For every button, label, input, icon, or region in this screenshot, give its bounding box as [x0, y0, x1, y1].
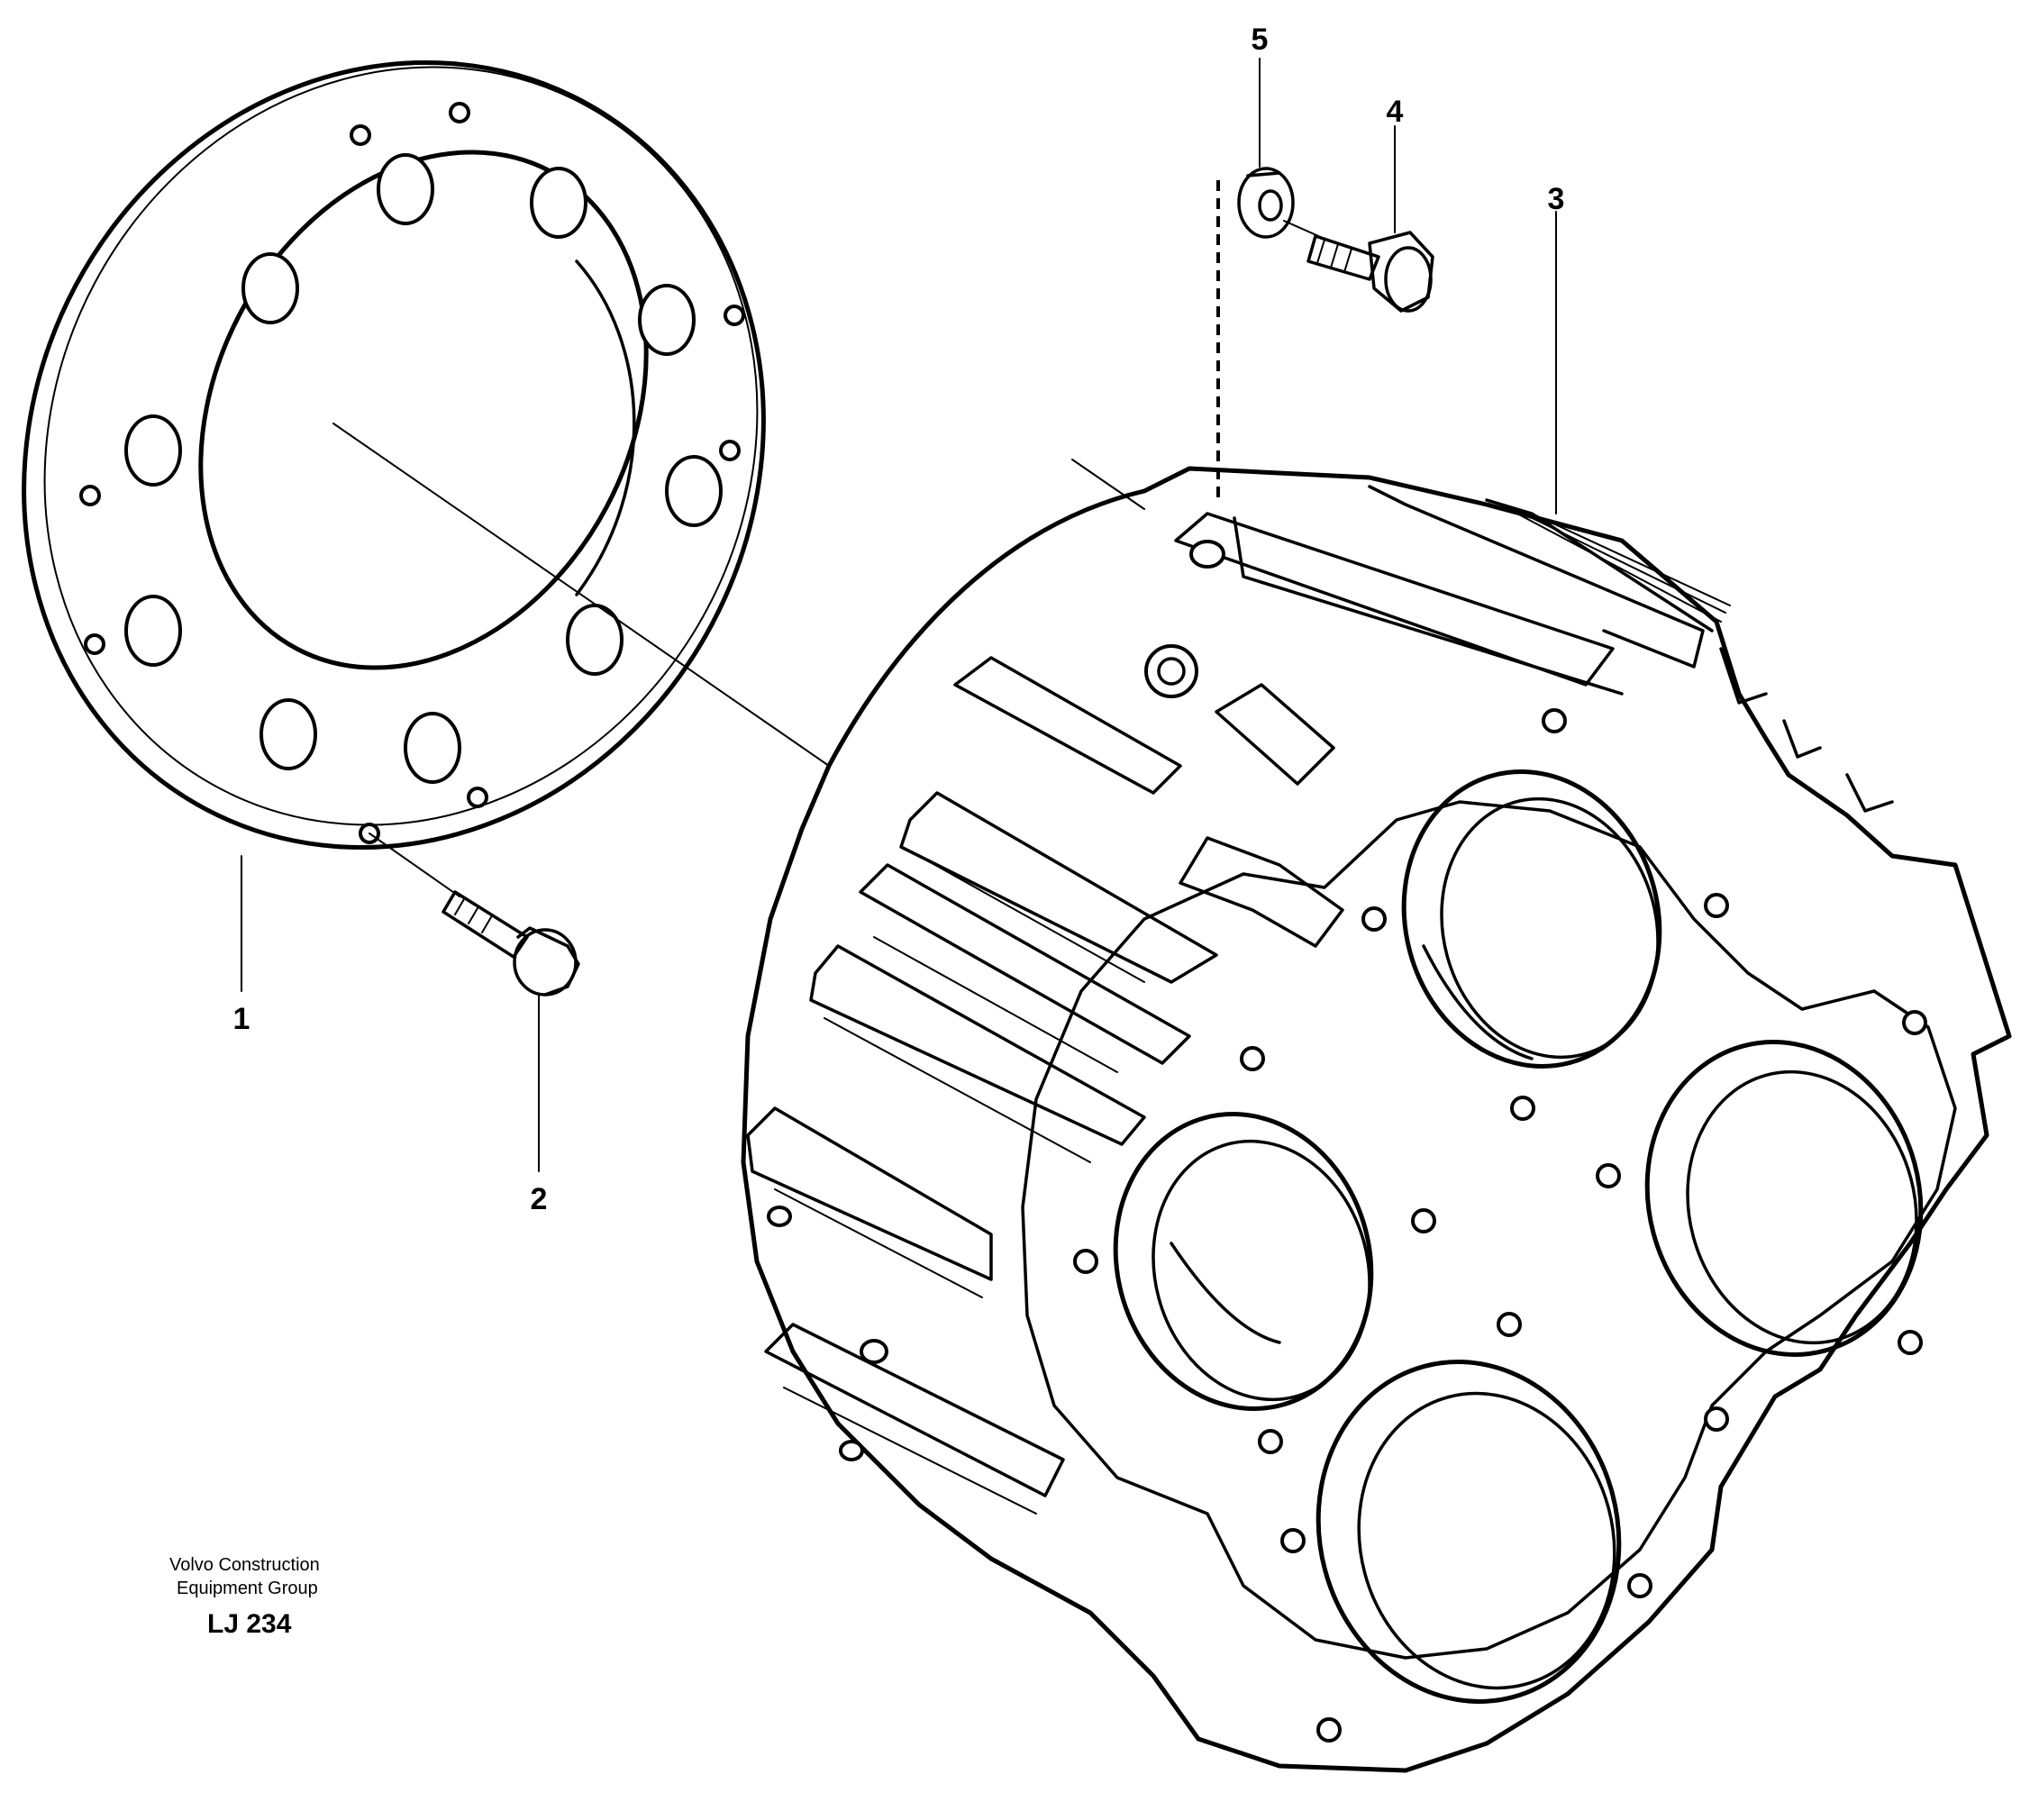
center-axis-line — [332, 423, 830, 767]
caption-line-2: Equipment Group — [177, 1579, 318, 1598]
caption-line-1: Volvo Construction — [169, 1555, 320, 1575]
callout-leaders — [241, 58, 1557, 1172]
flange-ring — [22, 60, 766, 850]
center-axis-line-2 — [1071, 459, 1145, 510]
callout-label-1: 1 — [233, 1002, 250, 1036]
callout-label-5: 5 — [1252, 23, 1269, 57]
callout-label-2: 2 — [531, 1182, 548, 1216]
housing-bolt-holes — [1073, 708, 1927, 1743]
washer-part-5 — [1237, 167, 1295, 239]
callout-label-3: 3 — [1548, 182, 1565, 216]
callout-label-4: 4 — [1387, 95, 1404, 129]
bolt-part-2 — [369, 833, 580, 996]
flange-bolt-holes — [124, 153, 723, 784]
drawing-code: LJ 234 — [207, 1609, 292, 1639]
flange-small-holes — [79, 102, 745, 844]
housing-bores — [1113, 769, 1924, 1704]
gear-housing-part-3 — [741, 466, 2012, 1773]
bolt-part-4 — [1283, 220, 1434, 313]
